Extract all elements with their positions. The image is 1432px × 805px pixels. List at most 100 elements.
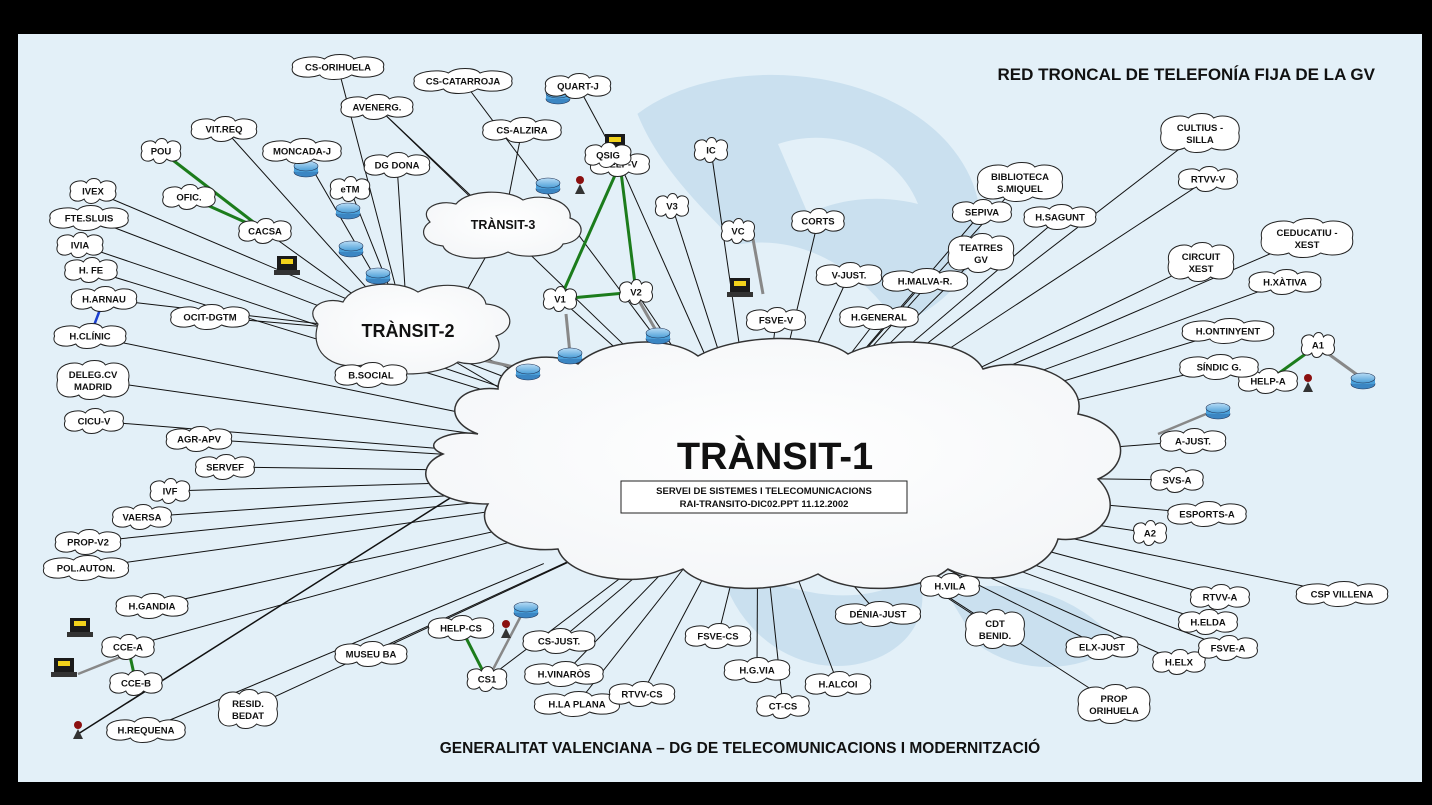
node-cloud-shape <box>482 117 562 143</box>
info-box <box>620 480 908 514</box>
node-label: CT-CS <box>769 702 798 713</box>
node-label: H.MALVA-R. <box>898 277 953 288</box>
node-cloud-shape <box>53 323 127 349</box>
node-dg-dona: DG DONA <box>363 152 431 178</box>
node-h-elx: H.ELX <box>1152 649 1206 675</box>
node-label: CS1 <box>478 675 497 686</box>
node-resid-bedat: RESID.BEDAT <box>217 689 278 729</box>
node-label: AVENERG. <box>353 103 402 114</box>
node-cloud-shape <box>1023 204 1097 230</box>
node-label: POU <box>151 147 172 158</box>
node-label: OFIC. <box>176 193 201 204</box>
router-icon <box>365 267 391 285</box>
node-label: B.SOCIAL <box>348 371 394 382</box>
pbx-switch-icon <box>274 256 300 275</box>
node-label-line2: ORIHUELA <box>1089 706 1139 717</box>
node-h-ontinyent: H.ONTINYENT <box>1181 318 1275 344</box>
node-cloud-shape <box>1065 634 1139 660</box>
node-h-sagunt: H.SAGUNT <box>1023 204 1097 230</box>
info-line-2: RAI-TRANSITO-DIC02.PPT 11.12.2002 <box>680 499 849 510</box>
node-label: RTVV-A <box>1203 593 1238 604</box>
node-label: FSVE-A <box>1211 644 1246 655</box>
node-cloud-shape <box>522 628 596 654</box>
link-deleg-cv-transit-1 <box>92 379 526 442</box>
node-label: HELP-A <box>1250 377 1286 388</box>
node-cloud-shape <box>106 717 186 743</box>
node-corts: CORTS <box>791 208 845 234</box>
node-label: DELEG.CV <box>69 370 118 381</box>
node-rtvv-cs: RTVV-CS <box>608 681 676 707</box>
node-ceducatiu-xest: CEDUCATIU -XEST <box>1260 218 1354 258</box>
node-svs-a: SVS-A <box>1150 467 1204 493</box>
node-label: CCE-A <box>113 643 143 654</box>
network-diagram: TRÀNSIT-1 SERVEI DE SISTEMES I TELECOMUN… <box>42 54 1389 757</box>
node-cloud-shape <box>69 178 117 204</box>
node-cloud-shape <box>1189 584 1250 610</box>
node-prop-v2: PROP-V2 <box>54 529 122 555</box>
node-label: eTM <box>341 185 360 196</box>
link-resid-bedat-transit-1 <box>247 555 580 710</box>
node-label: H. FE <box>79 266 103 277</box>
node-cloud-shape <box>1181 318 1275 344</box>
node-cloud-shape <box>101 634 155 660</box>
operator-icon <box>575 176 585 194</box>
node-label: H.CLÍNIC <box>69 332 110 343</box>
node-label: CACSA <box>248 227 282 238</box>
node-cloud-shape <box>70 286 138 312</box>
node-cloud-shape <box>1150 467 1204 493</box>
node-cloud-shape <box>524 661 604 687</box>
node-etm: eTM <box>329 176 371 202</box>
node-cloud-shape <box>584 142 632 168</box>
node-v1: V1 <box>542 286 577 312</box>
node-agr-apv: AGR-APV <box>165 426 233 452</box>
node-label: QSIG <box>596 151 620 162</box>
node-v3: V3 <box>654 193 689 219</box>
node-h-arnau: H.ARNAU <box>70 286 138 312</box>
node-sepiva: SEPIVA <box>951 199 1012 225</box>
node-vc: VC <box>720 218 755 244</box>
router-icon <box>557 347 583 365</box>
node-label: VAERSA <box>123 513 162 524</box>
node-ivex: IVEX <box>69 178 117 204</box>
router-icon <box>513 601 539 619</box>
node-label-line2: XEST <box>1295 240 1320 251</box>
link-h-fe-transit-1 <box>90 269 525 404</box>
router-icon <box>338 240 364 258</box>
node-cloud-shape <box>291 54 385 80</box>
node-cloud-shape <box>334 641 408 667</box>
node-fsve-v: FSVE-V <box>745 307 806 333</box>
node-csp-villena: CSP VILLENA <box>1295 581 1389 607</box>
node-ic: IC <box>693 137 728 163</box>
node-cloud-shape <box>1260 218 1354 258</box>
node-label: AGR-APV <box>177 435 221 446</box>
pbx-switch-icon <box>67 618 93 637</box>
node-cs-catarroja: CS-CATARROJA <box>413 68 513 94</box>
router-link-cs1 <box>486 611 525 680</box>
node-label: H.XÀTIVA <box>1263 278 1307 289</box>
node-cloud-shape <box>1295 581 1389 607</box>
node-label: H.VILA <box>934 582 965 593</box>
router-icon <box>1205 402 1231 420</box>
link-pol-auton-transit-1 <box>85 506 523 569</box>
node-cloud-shape <box>834 601 921 627</box>
transit-3-label: TRÀNSIT-3 <box>471 217 536 232</box>
node-h-la-plana: H.LA PLANA <box>533 691 620 717</box>
node-denia-just: DÉNIA-JUST <box>834 601 921 627</box>
node-cloud-shape <box>608 681 676 707</box>
node-h-vinaros: H.VINARÒS <box>524 661 604 687</box>
link-help-v-v1 <box>558 163 622 300</box>
node-h-fe: H. FE <box>64 257 118 283</box>
node-cloud-shape <box>56 232 104 258</box>
node-cloud-shape <box>149 478 191 504</box>
link-prop-v2-transit-1 <box>87 497 524 543</box>
node-label: IC <box>706 146 716 157</box>
node-label-line2: BENID. <box>979 631 1011 642</box>
node-label: PROP <box>1101 694 1129 705</box>
node-cloud-shape <box>1167 242 1235 282</box>
node-cloud-shape <box>1177 609 1238 635</box>
node-label-line2: S.MIQUEL <box>997 184 1043 195</box>
node-rtvv-a: RTVV-A <box>1189 584 1250 610</box>
